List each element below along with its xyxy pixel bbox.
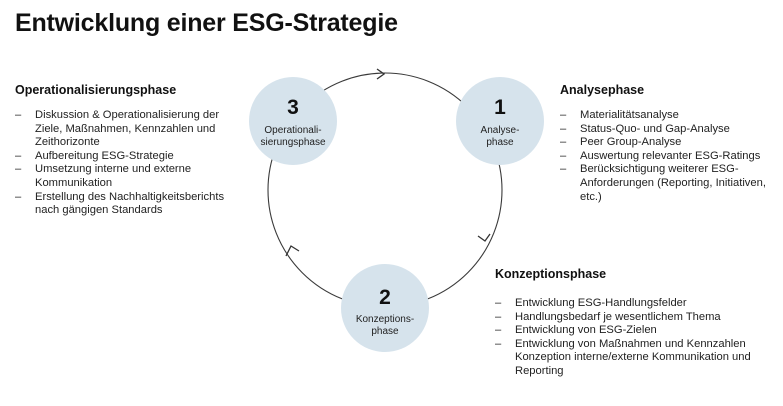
node-label-line: Analyse-	[481, 125, 520, 136]
phase-analyse: Analysephase Materialitätsanalyse Status…	[560, 83, 778, 204]
list-item: Entwicklung ESG-Handlungsfelder	[495, 297, 765, 311]
list-item: Diskussion & Operationalisierung der Zie…	[15, 109, 245, 150]
list-item: Entwicklung von ESG-Zielen	[495, 324, 765, 338]
node-number: 3	[287, 96, 299, 119]
node-analysephase: 1 Analyse- phase	[456, 77, 544, 165]
phase-heading: Operationalisierungsphase	[15, 83, 177, 97]
phase-heading: Analysephase	[560, 83, 645, 97]
node-label-line: phase	[486, 137, 514, 148]
list-item: Handlungsbedarf je wesentlichem Thema	[495, 311, 765, 325]
node-circle	[456, 77, 544, 165]
phase-list: Entwicklung ESG-Handlungsfelder Handlung…	[495, 297, 765, 379]
phase-list: Diskussion & Operationalisierung der Zie…	[15, 109, 245, 218]
node-label-line: Operationali-	[264, 125, 321, 136]
phase-heading: Konzeptionsphase	[495, 267, 607, 281]
list-item: Aufbereitung ESG-Strategie	[15, 150, 245, 164]
list-item: Erstellung des Nachhaltigkeitsberichts n…	[15, 191, 245, 218]
node-number: 1	[494, 96, 506, 119]
phase-operationalisierung: Operationalisierungsphase Diskussion & O…	[15, 83, 245, 218]
node-label-line: phase	[371, 326, 399, 337]
node-number: 2	[379, 286, 391, 309]
list-item: Auswertung relevanter ESG-Ratings	[560, 150, 778, 164]
list-item: Materialitätsanalyse	[560, 109, 778, 123]
node-label-line: Konzeptions-	[356, 314, 414, 325]
node-circle	[249, 77, 337, 165]
list-item: Entwicklung von Maßnahmen und Kennzahlen…	[495, 338, 765, 379]
phase-list: Materialitätsanalyse Status-Quo- und Gap…	[560, 109, 778, 204]
page-title: Entwicklung einer ESG-Strategie	[15, 9, 398, 37]
list-item: Umsetzung interne und externe Kommunikat…	[15, 163, 245, 190]
arrow-top	[376, 68, 386, 80]
list-item: Peer Group-Analyse	[560, 136, 778, 150]
arrow-left	[285, 245, 300, 257]
arrow-right	[477, 233, 491, 242]
node-operationalisierungsphase: 3 Operationali- sierungsphase	[249, 77, 337, 165]
list-item: Berücksichtigung weiterer ESG-Anforderun…	[560, 163, 778, 204]
list-item: Status-Quo- und Gap-Analyse	[560, 123, 778, 137]
node-circle	[341, 264, 429, 352]
node-label-line: sierungsphase	[260, 137, 325, 148]
phase-konzeption: Konzeptionsphase Entwicklung ESG-Handlun…	[495, 267, 765, 379]
node-konzeptionsphase: 2 Konzeptions- phase	[341, 264, 429, 352]
